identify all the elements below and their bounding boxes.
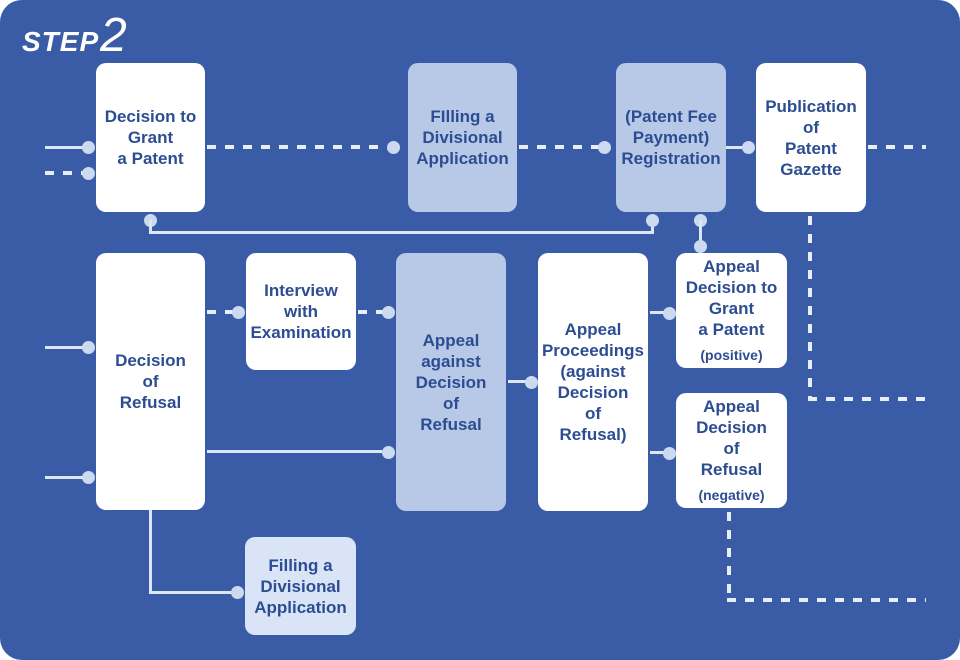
connector-grant-to-registration-loop (149, 231, 654, 234)
node-appeal-decision-refusal-label: Appeal Decision of Refusal (696, 396, 767, 479)
node-appeal-proceedings-label: Appeal Proceedings (against Decision of … (541, 320, 645, 444)
connector-entry-refusal-solid-1 (45, 346, 87, 349)
connector-dot (82, 167, 95, 180)
connector-dot (525, 376, 538, 389)
connector-refusal-to-filing-line (149, 591, 233, 594)
connector-refusal-down-vline (149, 510, 152, 594)
connector-dot (663, 307, 676, 320)
connector-publication-exit2-dashed (808, 397, 926, 401)
connector-interview-to-appeal-dashed (358, 310, 383, 314)
node-filing-divisional-bottom: Filling a Divisional Application (245, 537, 356, 635)
node-appeal-proceedings: Appeal Proceedings (against Decision of … (538, 253, 648, 511)
connector-dot (82, 471, 95, 484)
node-filing-divisional-top: FIlling a Divisional Application (408, 63, 517, 212)
node-decision-of-refusal: Decision of Refusal (96, 253, 205, 510)
connector-appealrefusal-exit-dashed (727, 598, 926, 602)
connector-proceedings-to-grant-line (650, 311, 665, 314)
step-logo-word: STEP (22, 26, 100, 57)
node-interview-examination: Interview with Examination (246, 253, 356, 370)
connector-refusal-to-interview-dashed (207, 310, 233, 314)
node-appeal-decision-refusal: Appeal Decision of Refusal (negative) (676, 393, 787, 508)
connector-publication-down-dashed (808, 216, 812, 400)
connector-appealrefusal-down-dashed (727, 512, 731, 598)
node-decision-to-grant-label: Decision to Grant a Patent (104, 107, 197, 168)
connector-dot (598, 141, 611, 154)
connector-grant-loop-vline (149, 220, 152, 234)
node-decision-of-refusal-label: Decision of Refusal (115, 351, 186, 412)
node-filing-divisional-bottom-label: Filling a Divisional Application (254, 555, 347, 617)
node-filing-divisional-top-label: FIlling a Divisional Application (416, 107, 509, 168)
node-appeal-against-refusal-label: Appeal against Decision of Refusal (415, 330, 487, 434)
connector-refusal-to-appeal-line (207, 450, 382, 453)
connector-dot (232, 306, 245, 319)
connector-dot (82, 341, 95, 354)
connector-dot (382, 446, 395, 459)
connector-dot (231, 586, 244, 599)
connector-appeal-to-proceedings-line (508, 380, 527, 383)
node-publication-gazette-label: Publication of Patent Gazette (765, 96, 857, 179)
connector-dot (382, 306, 395, 319)
connector-registration-to-appealgrant-vline (699, 220, 702, 247)
connector-publication-exit-dashed (868, 145, 926, 149)
connector-proceedings-to-refusal-line (650, 451, 665, 454)
connector-dot (387, 141, 400, 154)
connector-entry-grant-solid (45, 146, 87, 149)
node-fee-registration-label: (Patent Fee Payment) Registration (621, 107, 721, 168)
connector-grant-to-filing-dashed (207, 145, 385, 149)
node-appeal-decision-grant: Appeal Decision to Grant a Patent (posit… (676, 253, 787, 368)
connector-entry-refusal-solid-2 (45, 476, 87, 479)
node-interview-examination-label: Interview with Examination (250, 281, 352, 342)
node-appeal-decision-refusal-sublabel: (negative) (698, 486, 765, 503)
connector-filing-to-registration-dashed (519, 145, 599, 149)
connector-dot (742, 141, 755, 154)
connector-dot (646, 214, 659, 227)
connector-dot (82, 141, 95, 154)
node-fee-registration: (Patent Fee Payment) Registration (616, 63, 726, 212)
connector-dot (694, 240, 707, 253)
step-logo-number: 2 (100, 9, 127, 62)
connector-entry-grant-dashed (45, 171, 83, 175)
node-appeal-against-refusal: Appeal against Decision of Refusal (396, 253, 506, 511)
node-decision-to-grant: Decision to Grant a Patent (96, 63, 205, 212)
node-appeal-decision-grant-sublabel: (positive) (700, 346, 763, 363)
connector-registration-to-publication-line (726, 146, 746, 149)
node-publication-gazette: Publication of Patent Gazette (756, 63, 866, 212)
connector-registration-loop-vline (651, 220, 654, 234)
node-appeal-decision-grant-label: Appeal Decision to Grant a Patent (685, 256, 778, 339)
connector-dot (663, 447, 676, 460)
step-logo: STEP 2 (22, 12, 127, 60)
